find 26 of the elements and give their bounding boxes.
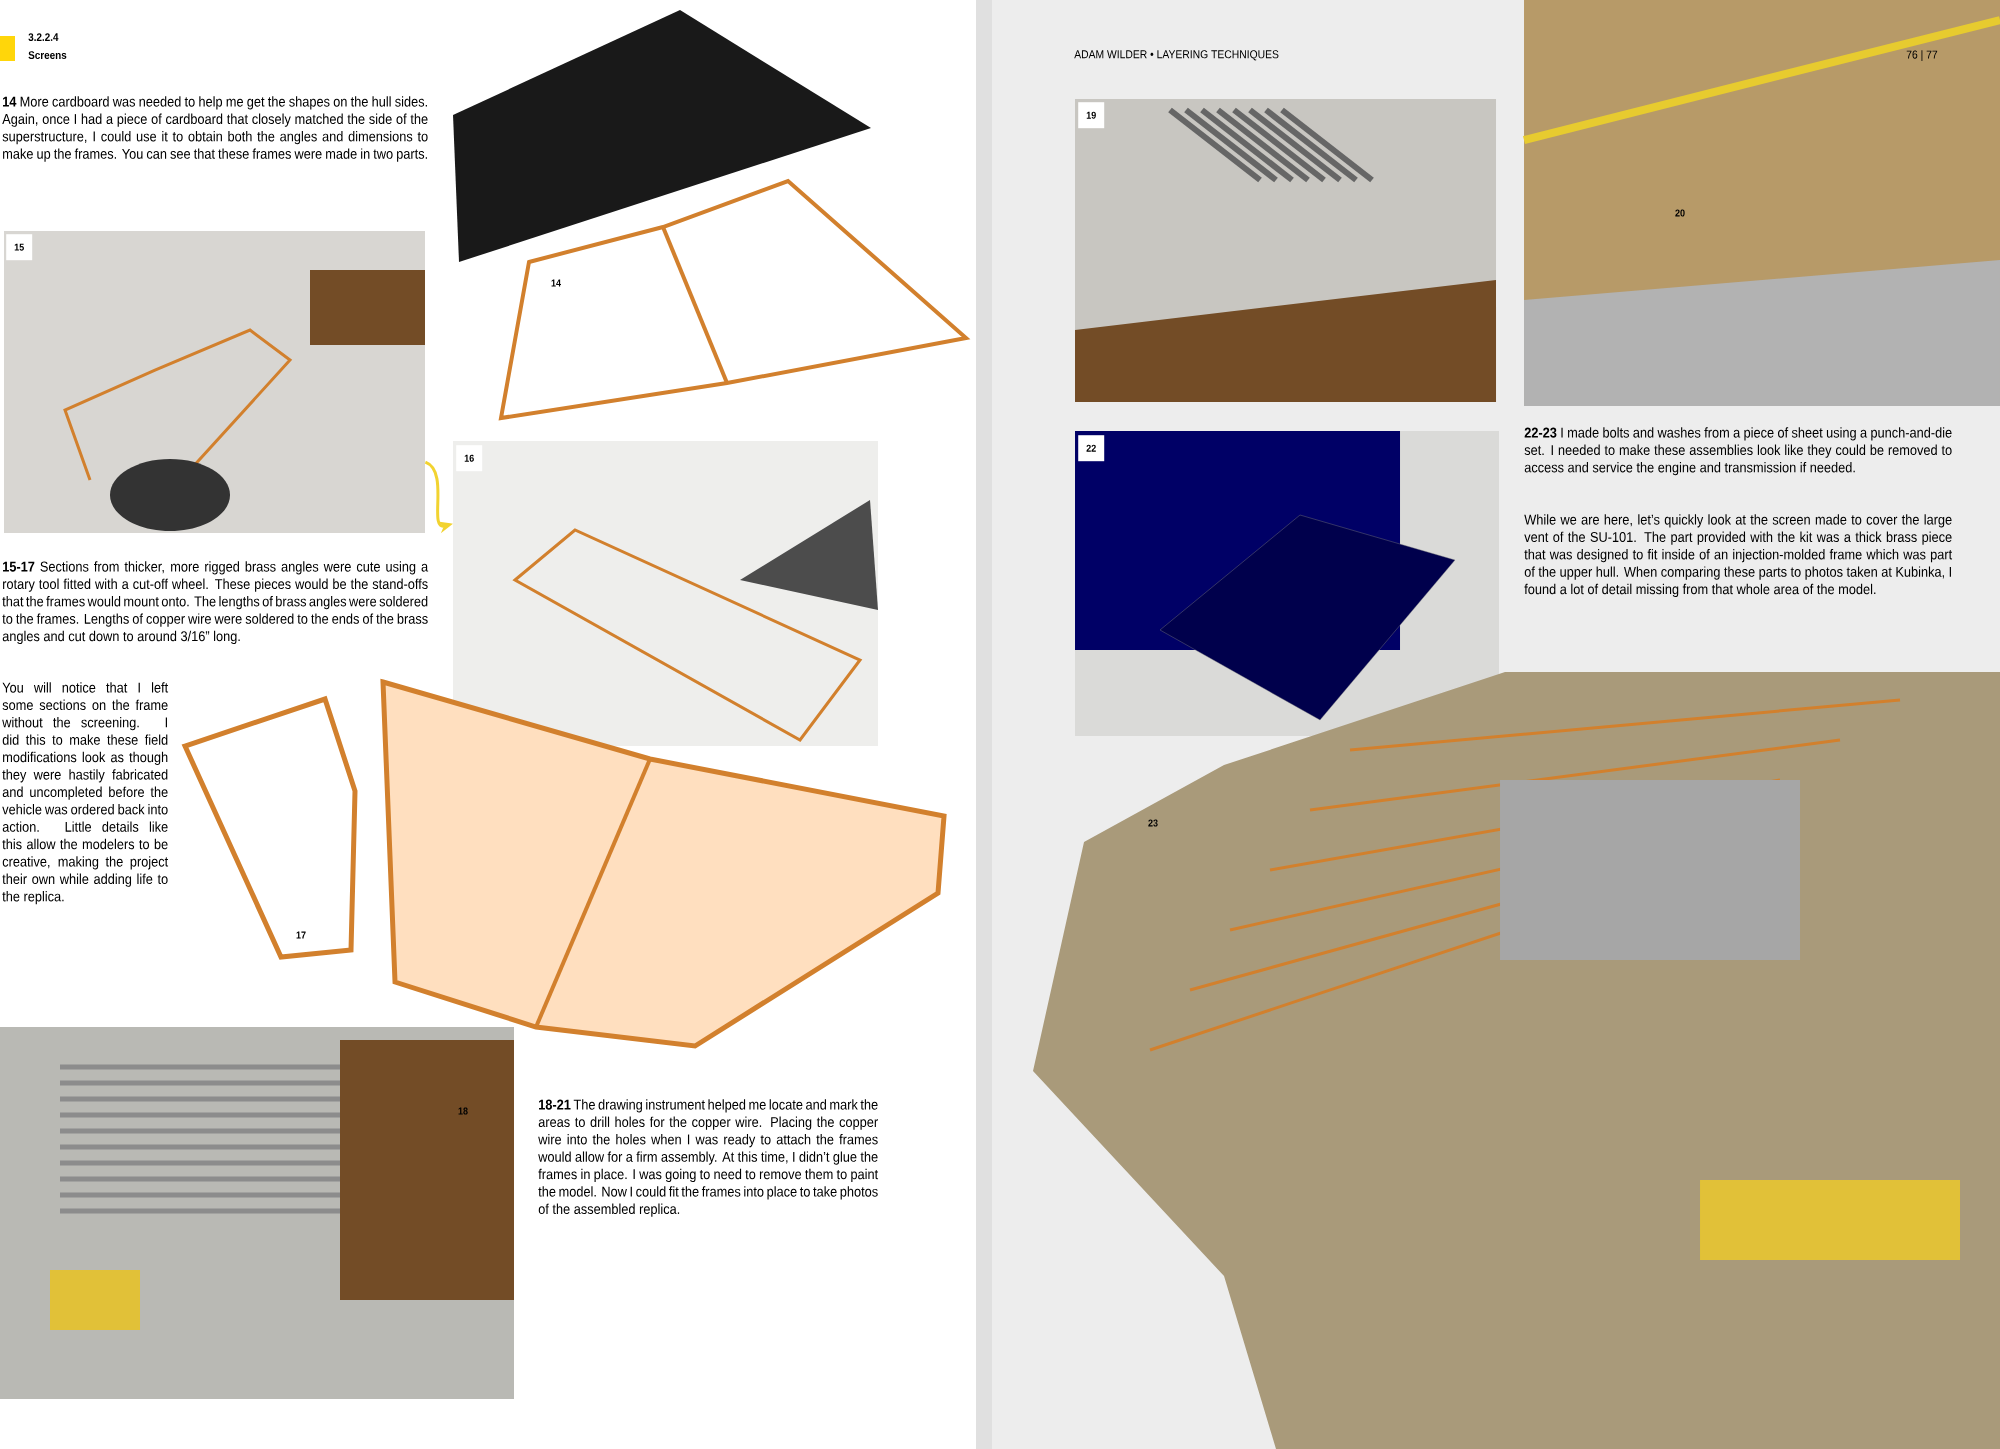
photo [1075, 99, 1496, 402]
paragraph: You will notice that I left some sections on the frame without the screening. I did this to make these field modifications look as though they were hastily fabricated and uncompleted before the vehicle was ordered back into action. Little details like this allow the modelers to be creative, making the project their own while adding life to the replica. [2, 682, 169, 905]
paragraph: While we are here, let’s quickly look at the screen made to cover the large vent of the SU-101. The part provided with the kit was a thick brass piece that was designed to fit inside of an injection-molded frame which was part of the upper hull. When comparing these parts to photos taken at Kubinka, I found a lot of detail missing from that whole area of the model. [1524, 514, 1953, 598]
photo-number: 16 [456, 445, 483, 472]
photo-number: 22 [1078, 435, 1105, 462]
photo [0, 1027, 514, 1399]
photo-number: 23 [1148, 819, 1158, 827]
photo-number: 20 [1675, 209, 1685, 217]
section-heading: 3.2.2.4 [28, 33, 59, 41]
paragraph: 18-21 The drawing instrument helped me locate and mark the areas to drill holes for the copper wire. Placing the copper wire into the holes when I was ready to attach the frames would allow for a firm assembly. At this time, I didn’t glue the frames in place. I was going to need to remove them to paint the model. Now I could fit the frames into place to take photos of the assembled replica. [538, 1099, 879, 1217]
section-heading: Screens [28, 51, 67, 59]
photo [453, 441, 878, 746]
running-header: 76 | 77 [1906, 50, 1938, 61]
photo [1075, 431, 1499, 736]
paragraph: 15-17 Sections from thicker, more rigged brass angles were cute using a rotary tool fitted with a cut-off wheel. These pieces would be the stand-offs that the frames would mount onto. The lengths of brass angles were soldered to the frames. Lengths of copper wire were soldered to the ends of the brass angles and cut down to around 3/16” long. [2, 561, 429, 645]
photo [4, 231, 425, 533]
running-header: ADAM WILDER • LAYERING TECHNIQUES [1074, 50, 1279, 61]
paragraph: 14 More cardboard was needed to help me get the shapes on the hull sides. Again, once I had a piece of cardboard that closely matched the side of the superstructure, I could use it to obtain both the angles and dimensions to make up the frames. You can see that these frames were made in two parts. [2, 96, 428, 162]
photo-number: 19 [1078, 102, 1105, 129]
photo-number: 15 [6, 234, 33, 261]
photo [1523, 0, 2000, 406]
photo-number: 18 [458, 1107, 468, 1115]
paragraph: 22-23 I made bolts and washes from a piece of sheet using a punch-and-die set. I needed to make these assemblies look like they could be removed to access and service the engine and transmission if needed. [1524, 427, 1952, 476]
photo-number: 17 [296, 931, 306, 939]
photo [1033, 672, 2000, 1449]
photo-number: 14 [551, 279, 561, 287]
